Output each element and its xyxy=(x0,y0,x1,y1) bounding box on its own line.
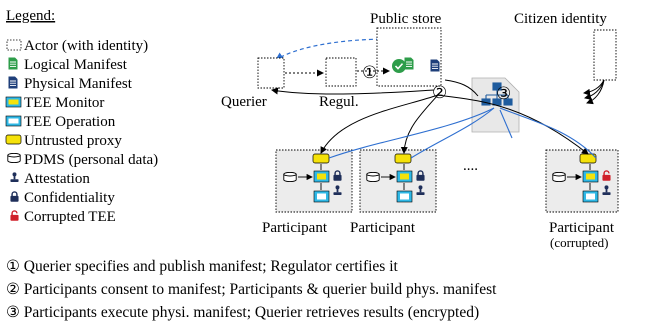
participant-box-1 xyxy=(275,149,353,213)
consent-lines xyxy=(271,79,589,155)
participant-label-2: Participant xyxy=(350,220,416,236)
legend-label-actor: Actor (with identity) xyxy=(24,38,148,54)
step-marker-3: ③ xyxy=(496,84,511,103)
public-store-title: Public store xyxy=(370,11,442,27)
logical-manifest-icon xyxy=(8,57,18,70)
legend-label-tee-operation: TEE Operation xyxy=(24,114,116,130)
legend-label-untrusted-proxy: Untrusted proxy xyxy=(24,133,122,149)
citizen-identity-title: Citizen identity xyxy=(514,11,607,27)
ellipsis: .... xyxy=(463,158,478,174)
hierarchy-icon xyxy=(481,82,513,106)
legend-label-logical-manifest: Logical Manifest xyxy=(24,57,128,73)
identity-arrows xyxy=(583,79,605,105)
legend-label-pdms: PDMS (personal data) xyxy=(24,152,158,168)
physical-manifest-icon xyxy=(8,76,18,89)
public-store-box xyxy=(376,27,442,87)
legend-label-confidentiality: Confidentiality xyxy=(24,190,115,206)
participant-label-3: Participant xyxy=(549,220,615,236)
legend-label-tee-monitor: TEE Monitor xyxy=(24,95,104,111)
result-lines xyxy=(328,107,597,159)
regulator-box xyxy=(325,57,357,87)
attestation-icon xyxy=(10,172,19,182)
lock-icon xyxy=(10,191,19,202)
steps-list: ① Querier specifies and publish manifest… xyxy=(6,258,497,321)
legend-title: Legend: xyxy=(6,8,55,24)
untrusted-proxy-icon xyxy=(5,134,22,145)
legend-label-corrupted-tee: Corrupted TEE xyxy=(24,209,116,225)
legend-label-physical-manifest: Physical Manifest xyxy=(24,76,133,92)
regulator-label: Regul. xyxy=(319,94,359,110)
store-physical-manifest-icon xyxy=(430,59,440,72)
step-2-text: ② Participants consent to manifest; Part… xyxy=(6,281,497,298)
step-1-text: ① Querier specifies and publish manifest… xyxy=(6,258,399,275)
step-3-text: ③ Participants execute physi. manifest; … xyxy=(6,304,479,321)
corrupted-label: (corrupted) xyxy=(550,235,608,250)
citizen-identity-box xyxy=(593,29,617,81)
querier-label: Querier xyxy=(221,94,267,110)
pdms-cylinder-icon xyxy=(7,153,21,163)
store-logical-manifest-icon xyxy=(404,57,414,70)
dashed-box-icon xyxy=(6,39,22,51)
querier-box xyxy=(257,57,285,89)
legend-label-attestation: Attestation xyxy=(24,171,90,187)
red-lock-icon xyxy=(10,210,19,221)
legend: Legend: Actor (with identity) Logical Ma… xyxy=(5,8,158,225)
participant-box-2 xyxy=(359,149,437,213)
step-marker-1: ① xyxy=(362,63,377,82)
certified-check-icon xyxy=(392,59,406,73)
participant-box-3 xyxy=(545,149,619,213)
participant-label-1: Participant xyxy=(262,220,328,236)
